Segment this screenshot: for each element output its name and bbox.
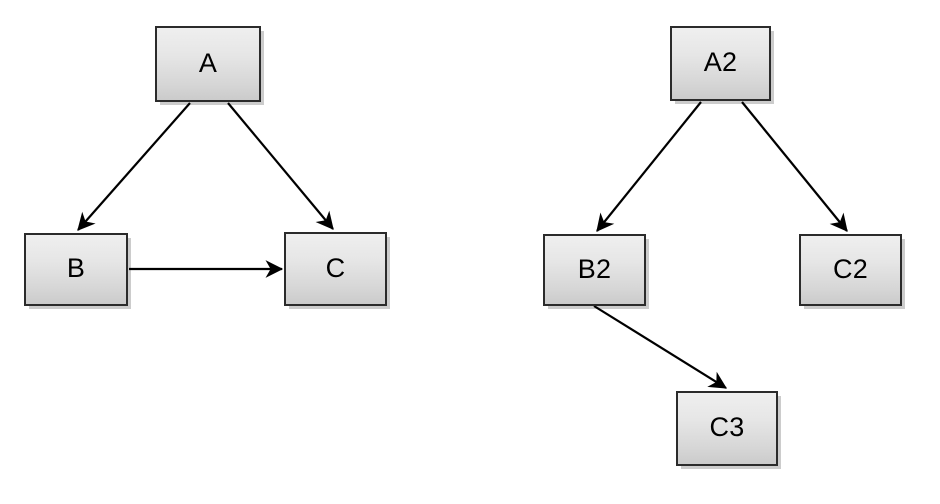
node-label-a: A	[198, 47, 218, 78]
node-label-c: C	[325, 252, 346, 283]
node-label-a2: A2	[703, 47, 738, 77]
edge-a-to-b	[77, 102, 191, 231]
edge-group	[77, 101, 848, 389]
node-a[interactable]: A	[155, 26, 261, 102]
node-c3[interactable]: C3	[676, 391, 778, 466]
edge-a2-to-c2	[741, 101, 848, 232]
node-label-b2: B2	[577, 253, 612, 284]
edge-b2-to-c3	[593, 305, 727, 389]
node-label-b: B	[66, 253, 86, 283]
node-c[interactable]: C	[284, 232, 387, 306]
node-label-c2: C2	[833, 253, 868, 284]
node-a2[interactable]: A2	[670, 26, 771, 101]
node-b2[interactable]: B2	[543, 234, 646, 306]
edge-a-to-c	[227, 102, 334, 230]
node-b[interactable]: B	[24, 233, 128, 306]
edge-a2-to-b2	[596, 101, 702, 232]
node-c2[interactable]: C2	[799, 234, 902, 306]
node-label-c3: C3	[709, 412, 745, 442]
